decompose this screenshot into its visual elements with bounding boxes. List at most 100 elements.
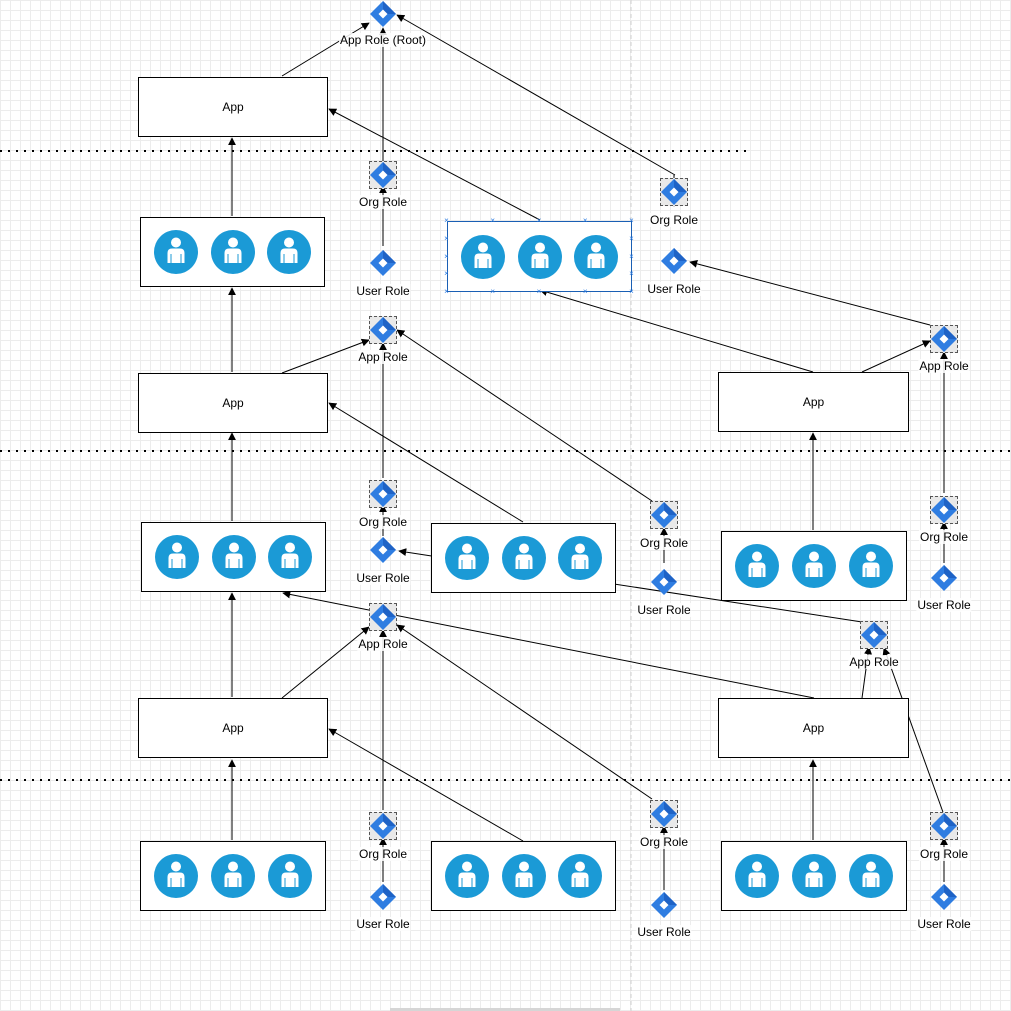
role-label: Org Role (918, 530, 970, 544)
user-icon (501, 536, 546, 580)
role-diamond-icon[interactable] (369, 812, 397, 840)
resize-handle[interactable]: × (629, 233, 634, 243)
app-node[interactable]: App (718, 372, 909, 432)
role-diamond-icon[interactable] (660, 247, 688, 275)
role-diamond-icon[interactable] (369, 161, 397, 189)
user-icon (849, 544, 893, 588)
resize-handle[interactable]: × (444, 269, 449, 279)
resize-handle[interactable]: × (629, 287, 634, 296)
user-group-node[interactable] (140, 841, 326, 911)
app-node[interactable]: App (718, 698, 909, 758)
user-group-node[interactable] (721, 841, 907, 911)
user-icon (517, 234, 562, 279)
app-label: App (222, 396, 244, 410)
user-icon (444, 854, 489, 898)
connector-arrow[interactable] (281, 626, 370, 699)
user-icon (558, 536, 603, 580)
role-diamond-icon[interactable] (369, 0, 397, 28)
connector-arrow[interactable] (539, 288, 814, 373)
role-diamond-icon[interactable] (660, 178, 688, 206)
role-label: User Role (355, 917, 411, 931)
role-label: App Role (918, 359, 970, 373)
user-icon (154, 535, 199, 579)
role-diamond-icon[interactable] (860, 621, 888, 649)
role-diamond-icon[interactable] (650, 501, 678, 529)
resize-handle[interactable]: × (582, 216, 588, 225)
app-label: App (802, 395, 825, 409)
user-group-node[interactable] (431, 841, 616, 911)
role-diamond-icon[interactable] (369, 603, 397, 631)
app-label: App (222, 100, 244, 114)
resize-handle[interactable]: × (444, 216, 449, 225)
connector-arrow[interactable] (689, 259, 931, 326)
connector-arrow[interactable] (396, 329, 653, 502)
role-label: Org Role (648, 213, 700, 227)
resize-handle[interactable]: × (629, 251, 634, 261)
user-icon (735, 854, 779, 898)
role-diamond-icon[interactable] (650, 568, 678, 596)
resize-handle[interactable]: × (582, 287, 588, 296)
user-icon (792, 544, 836, 588)
resize-handle[interactable]: × (490, 287, 496, 296)
user-icon (268, 535, 313, 579)
app-label: App (222, 721, 244, 735)
connector-arrow[interactable] (281, 22, 370, 77)
connector-arrow[interactable] (882, 647, 945, 816)
user-icon (501, 854, 546, 898)
role-diamond-icon[interactable] (930, 883, 958, 911)
user-icon (268, 854, 312, 898)
user-icon (210, 230, 255, 274)
horizontal-scrollbar[interactable] (390, 1008, 620, 1011)
connector-arrow[interactable] (328, 402, 524, 523)
resize-handle[interactable]: × (444, 233, 449, 243)
role-diamond-icon[interactable] (650, 891, 678, 919)
resize-handle[interactable]: × (444, 287, 449, 296)
role-diamond-icon[interactable] (930, 325, 958, 353)
role-diamond-icon[interactable] (369, 536, 397, 564)
app-node[interactable]: App (138, 698, 328, 758)
role-diamond-icon[interactable] (930, 564, 958, 592)
role-diamond-icon[interactable] (930, 812, 958, 840)
app-node[interactable]: App (138, 373, 328, 433)
resize-handle[interactable]: × (444, 251, 449, 261)
role-label: User Role (636, 603, 692, 617)
user-icon (849, 854, 893, 898)
user-icon (211, 854, 255, 898)
app-label: App (802, 721, 825, 735)
role-label: App Role (357, 350, 409, 364)
role-label: User Role (646, 282, 702, 296)
role-diamond-icon[interactable] (369, 249, 397, 277)
role-diamond-icon[interactable] (930, 496, 958, 524)
role-label: Org Role (638, 835, 690, 849)
resize-handle[interactable]: × (629, 216, 634, 225)
role-label: Org Role (638, 536, 690, 550)
role-diamond-icon[interactable] (369, 480, 397, 508)
connector-arrow[interactable] (396, 624, 653, 800)
role-diamond-icon[interactable] (369, 883, 397, 911)
connector-arrow[interactable] (328, 108, 541, 221)
role-label: User Role (355, 284, 411, 298)
user-icon (211, 535, 256, 579)
user-group-node[interactable] (140, 217, 325, 287)
resize-handle[interactable]: × (490, 216, 496, 225)
connector-arrow[interactable] (328, 728, 524, 842)
resize-handle[interactable]: × (536, 287, 542, 296)
user-group-node[interactable] (431, 523, 616, 593)
connector-arrow[interactable] (396, 14, 676, 176)
user-icon (267, 230, 312, 274)
user-group-node[interactable] (447, 221, 632, 292)
user-group-node[interactable] (721, 531, 907, 601)
resize-handle[interactable]: × (629, 269, 634, 279)
user-icon (153, 230, 198, 274)
user-icon (574, 234, 619, 279)
connector-arrow[interactable] (281, 338, 370, 374)
connector-arrow[interactable] (861, 340, 931, 373)
app-node[interactable]: App (138, 77, 328, 137)
user-icon (444, 536, 489, 580)
role-diamond-icon[interactable] (369, 316, 397, 344)
resize-handle[interactable]: × (536, 216, 542, 225)
role-label: User Role (916, 598, 972, 612)
user-group-node[interactable] (141, 522, 326, 592)
role-diamond-icon[interactable] (650, 800, 678, 828)
